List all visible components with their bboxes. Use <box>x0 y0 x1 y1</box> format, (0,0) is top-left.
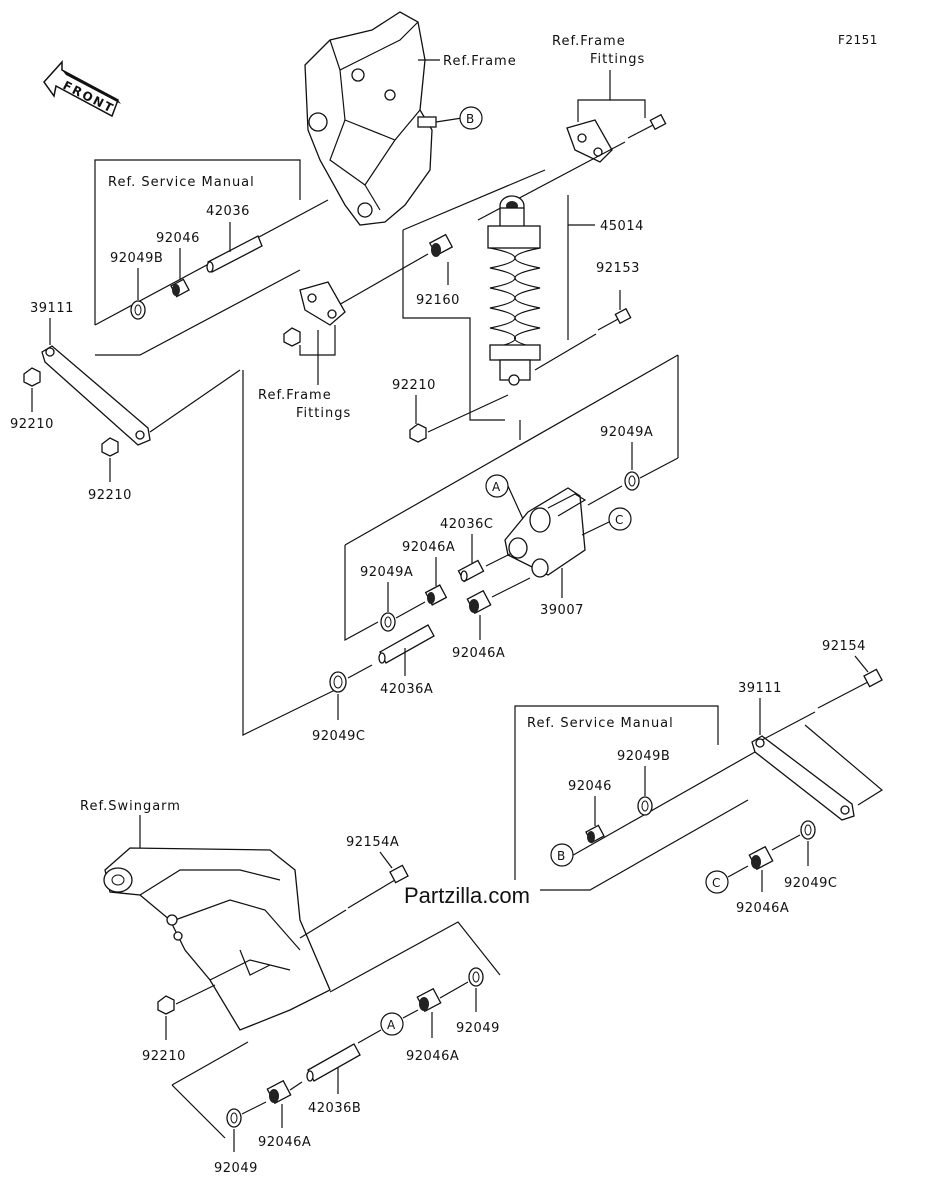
frame-fitting-plate-top <box>566 119 613 163</box>
ref-service-manual-right: Ref. Service Manual <box>527 716 674 731</box>
part-92049A-left: 92049A <box>360 565 413 580</box>
part-42036C: 42036C <box>440 517 493 532</box>
washer-92049A-right <box>624 471 640 491</box>
part-39007: 39007 <box>540 603 584 618</box>
ref-frame-label: Ref.Frame <box>443 54 517 69</box>
bush-92046A-bottom-left <box>266 1079 292 1105</box>
part-92210-bottom: 92210 <box>142 1049 186 1064</box>
washer-92049C-mid <box>329 671 347 693</box>
bolt-92154A <box>347 864 409 909</box>
svg-text:B: B <box>557 849 566 863</box>
watermark: Partzilla.com <box>404 883 530 908</box>
part-42036A: 42036A <box>380 682 433 697</box>
callout-b-right: B <box>550 843 574 867</box>
nut-mid-left <box>283 327 301 347</box>
washer-92049C-right <box>800 820 816 840</box>
bush-92046A-mid-top <box>424 584 448 606</box>
collar-42036A <box>378 624 435 664</box>
washer-92049B-right <box>637 796 653 816</box>
link-rod-39111-left <box>41 345 151 446</box>
callout-c-right: C <box>705 870 729 894</box>
swingarm <box>103 847 331 1031</box>
svg-text:C: C <box>615 513 624 527</box>
nut-92210-bottom <box>157 995 175 1015</box>
part-92046A-mid-bottom: 92046A <box>452 646 505 661</box>
part-92210-left-bottom: 92210 <box>88 488 132 503</box>
part-92049C-mid: 92049C <box>312 729 365 744</box>
frame-fitting-plate-mid <box>299 281 346 326</box>
ref-swingarm-label: Ref.Swingarm <box>80 799 181 814</box>
nut-92210-left-top <box>23 367 41 387</box>
bush-92046A-right <box>748 845 774 871</box>
part-92160: 92160 <box>416 293 460 308</box>
part-92154: 92154 <box>822 639 866 654</box>
callout-a-mid: A <box>485 474 509 498</box>
part-92046A-right: 92046A <box>736 901 789 916</box>
bolt-92153 <box>597 307 632 331</box>
ref-frame-fittings-mid-2: Fittings <box>296 406 351 421</box>
part-39111-left: 39111 <box>30 301 74 316</box>
svg-text:B: B <box>466 112 475 126</box>
bolt-92154 <box>817 668 883 709</box>
nut-92210-left-bottom <box>101 437 119 457</box>
svg-text:A: A <box>492 480 501 494</box>
shock-absorber-45014 <box>487 195 541 386</box>
svg-text:C: C <box>712 876 721 890</box>
callout-c-mid: C <box>608 507 632 531</box>
part-92046-right: 92046 <box>568 779 612 794</box>
part-42036: 42036 <box>206 204 250 219</box>
ref-frame-fittings-mid-1: Ref.Frame <box>258 388 332 403</box>
washer-92049B-left <box>130 300 146 320</box>
part-92046A-bottom-left: 92046A <box>258 1135 311 1150</box>
bush-92046A-bottom-right <box>416 987 442 1013</box>
callout-b-top: B <box>459 106 483 130</box>
part-92049B-left: 92049B <box>110 251 163 266</box>
link-rod-39111-right <box>751 735 855 821</box>
rocker-arm-39007 <box>504 487 587 578</box>
bush-92046-right <box>585 824 605 844</box>
ref-frame-fittings-top-2: Fittings <box>590 52 645 67</box>
part-92046A-bottom-right: 92046A <box>406 1049 459 1064</box>
part-92049C-right: 92049C <box>784 876 837 891</box>
washer-92049A-left <box>380 612 396 632</box>
part-92210-left-top: 92210 <box>10 417 54 432</box>
part-92154A: 92154A <box>346 835 399 850</box>
part-42036B: 42036B <box>308 1101 361 1116</box>
bolt-top-right <box>627 113 667 139</box>
part-92210-mid: 92210 <box>392 378 436 393</box>
nut-92210-mid <box>409 423 427 443</box>
callout-a-bottom: A <box>380 1012 404 1036</box>
part-92046-left: 92046 <box>156 231 200 246</box>
part-92049-bottom-right: 92049 <box>456 1021 500 1036</box>
diagram-code: F2151 <box>838 33 878 47</box>
part-92046A-mid-top: 92046A <box>402 540 455 555</box>
washer-92049-bottom-right <box>468 967 484 987</box>
bush-92160 <box>428 233 454 257</box>
washer-92049-bottom-left <box>226 1108 242 1128</box>
ref-frame-fittings-top-1: Ref.Frame <box>552 34 626 49</box>
bush-92046A-mid-bottom <box>466 589 492 615</box>
ref-service-manual-left: Ref. Service Manual <box>108 175 255 190</box>
part-92049A-right: 92049A <box>600 425 653 440</box>
part-45014: 45014 <box>600 219 644 234</box>
collar-42036C <box>457 559 485 583</box>
front-arrow-icon: FRONT <box>43 60 121 118</box>
part-92153: 92153 <box>596 261 640 276</box>
collar-42036 <box>206 235 263 273</box>
part-39111-right: 39111 <box>738 681 782 696</box>
part-92049B-right: 92049B <box>617 749 670 764</box>
svg-text:A: A <box>387 1018 396 1032</box>
part-92049-bottom-left: 92049 <box>214 1161 258 1176</box>
collar-42036B <box>306 1043 361 1082</box>
frame-bracket <box>304 11 437 226</box>
bush-92046-left <box>170 278 190 298</box>
